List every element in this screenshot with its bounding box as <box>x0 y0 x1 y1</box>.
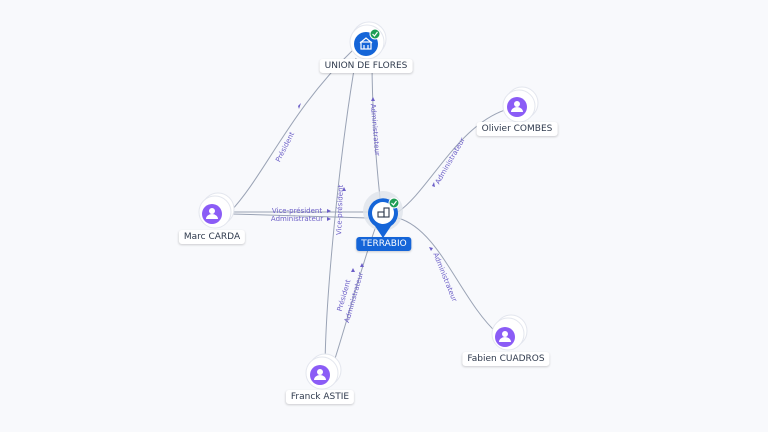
edge-olivier-terrabio <box>397 107 513 213</box>
relation-label: Administrateur <box>369 103 382 156</box>
relation-label: Vice-président <box>335 184 345 235</box>
edge-union-terrabio <box>371 59 381 199</box>
arrow-marker <box>327 209 331 213</box>
edge-marc-terrabio-2 <box>231 213 369 219</box>
relation-label: Administrateur <box>434 136 467 185</box>
person-label-fabien[interactable]: Fabien CUADROS <box>462 352 550 366</box>
person-node-fabien[interactable] <box>491 314 528 351</box>
company-node-terrabio[interactable] <box>363 191 403 238</box>
arrow-marker <box>342 187 346 191</box>
edge-fabien-terrabio <box>397 217 499 335</box>
person-node-franck[interactable] <box>305 353 342 390</box>
company-label-union[interactable]: UNION DE FLORES <box>319 59 413 73</box>
relation-label: Administrateur <box>271 215 323 223</box>
arrow-marker <box>360 263 364 267</box>
person-node-olivier[interactable] <box>502 86 539 123</box>
relation-label: Vice-président <box>272 207 323 215</box>
person-node-marc[interactable] <box>198 192 235 229</box>
arrow-marker <box>429 247 433 251</box>
company-label-terrabio[interactable]: TERRABIO <box>356 237 412 251</box>
arrow-marker <box>432 182 435 187</box>
company-node-union[interactable] <box>349 21 387 60</box>
relation-label: Président <box>274 131 296 164</box>
building-icon <box>377 207 390 218</box>
check-icon <box>372 31 378 37</box>
person-icon <box>511 101 523 112</box>
person-icon <box>206 208 218 219</box>
person-label-olivier[interactable]: Olivier COMBES <box>476 122 558 136</box>
person-label-marc[interactable]: Marc CARDA <box>178 230 246 244</box>
arrow-marker <box>351 268 355 272</box>
check-icon <box>391 200 397 206</box>
verified-badge-icon <box>388 197 400 209</box>
building-icon <box>359 37 373 50</box>
verified-badge-icon <box>369 28 381 40</box>
arrow-marker <box>371 97 375 101</box>
person-icon <box>314 369 326 380</box>
edge-franck-union <box>324 57 357 373</box>
person-label-franck[interactable]: Franck ASTIE <box>285 390 355 404</box>
arrow-marker <box>327 217 331 221</box>
person-icon <box>499 331 511 342</box>
relation-label: Administrateur <box>431 252 458 303</box>
arrow-marker <box>298 103 301 109</box>
